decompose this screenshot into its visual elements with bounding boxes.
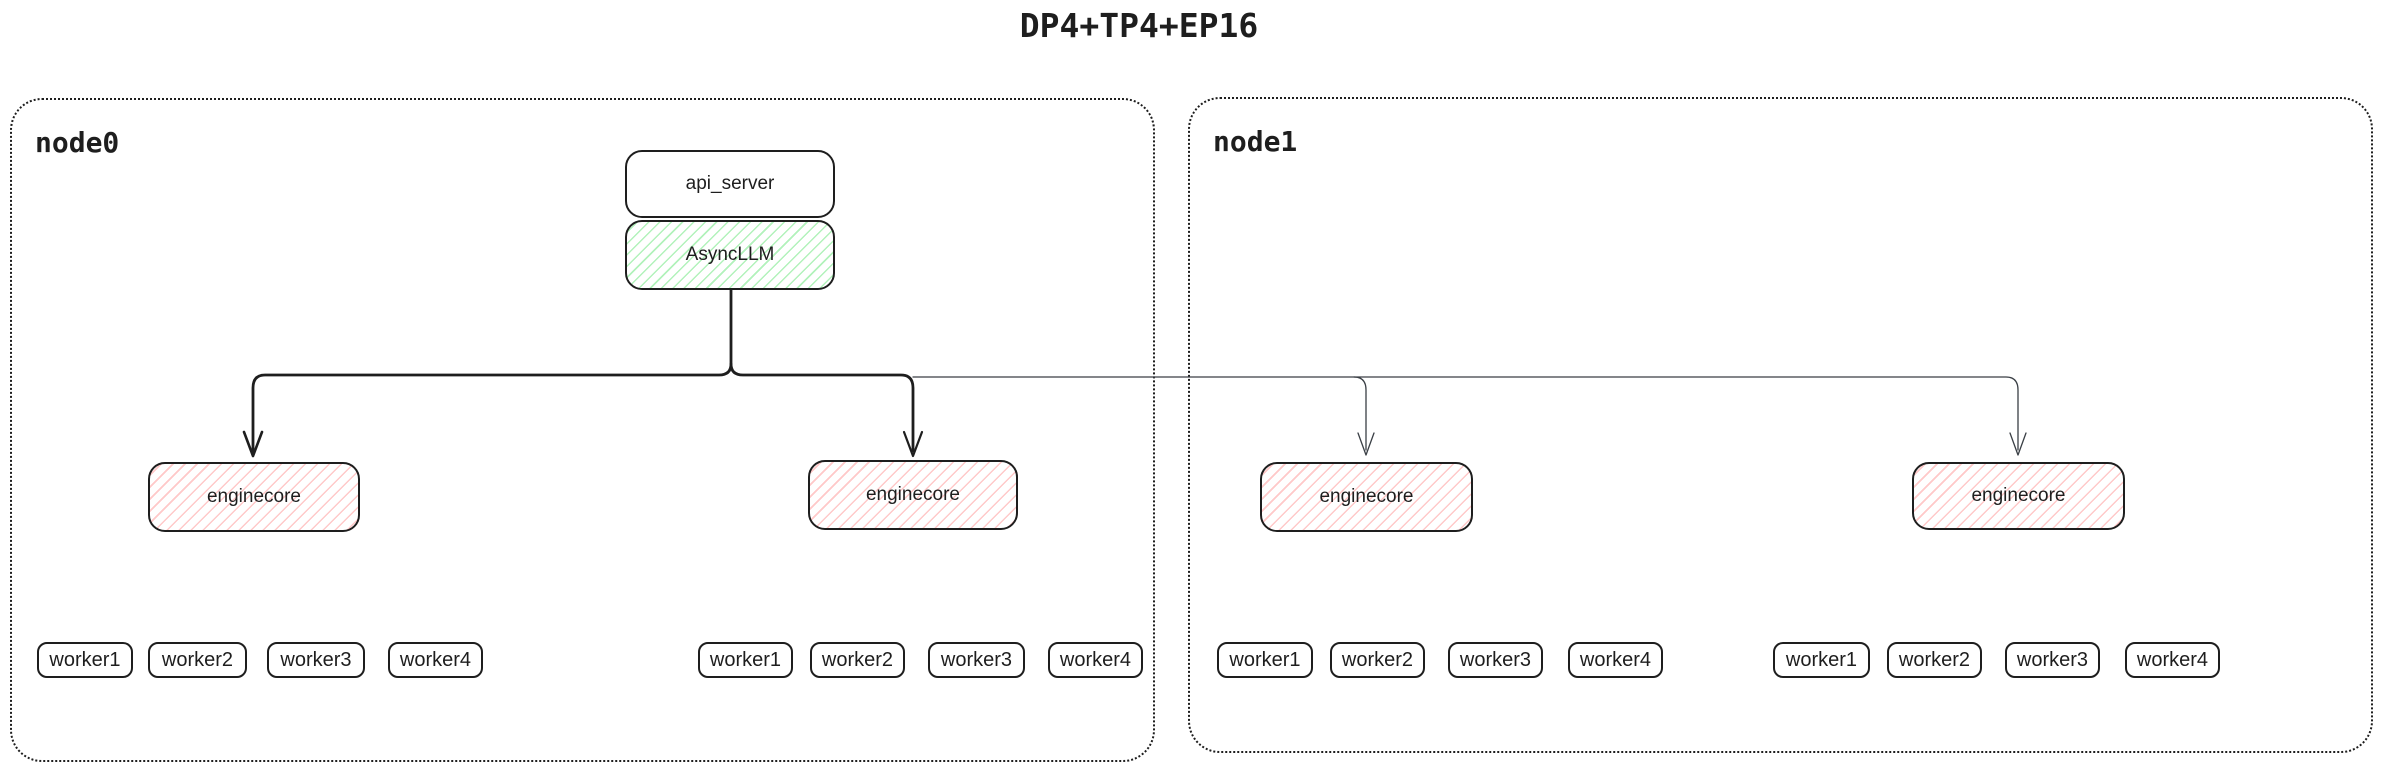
api-server-label: api_server xyxy=(685,173,775,194)
worker-box: worker3 xyxy=(2005,642,2100,678)
worker-box: worker4 xyxy=(2125,642,2220,678)
worker-box: worker1 xyxy=(1217,642,1313,678)
worker-box: worker2 xyxy=(1887,642,1982,678)
worker-box: worker3 xyxy=(928,642,1025,678)
enginecore-label: enginecore xyxy=(1319,486,1414,507)
worker-box: worker1 xyxy=(698,642,793,678)
enginecore-box-3: enginecore xyxy=(1260,462,1473,532)
enginecore-label: enginecore xyxy=(865,484,961,505)
worker-box: worker1 xyxy=(37,642,133,678)
worker-box: worker4 xyxy=(1568,642,1663,678)
worker-box: worker2 xyxy=(148,642,247,678)
enginecore-label: enginecore xyxy=(206,486,302,507)
worker-box: worker1 xyxy=(1773,642,1870,678)
node1-label: node1 xyxy=(1213,125,1298,158)
enginecore-box-2: enginecore xyxy=(808,460,1018,530)
async-llm-box: AsyncLLM xyxy=(625,220,835,290)
enginecore-box-4: enginecore xyxy=(1912,462,2125,530)
worker-box: worker2 xyxy=(1330,642,1425,678)
worker-box: worker3 xyxy=(267,642,365,678)
async-llm-label: AsyncLLM xyxy=(685,244,775,265)
worker-box: worker2 xyxy=(810,642,905,678)
enginecore-box-1: enginecore xyxy=(148,462,360,532)
diagram-title: DP4+TP4+EP16 xyxy=(1019,6,1259,45)
api-server-box: api_server xyxy=(625,150,835,218)
worker-box: worker4 xyxy=(1048,642,1143,678)
node0-label: node0 xyxy=(35,126,120,159)
worker-box: worker4 xyxy=(388,642,483,678)
enginecore-label: enginecore xyxy=(1971,485,2066,506)
worker-box: worker3 xyxy=(1448,642,1543,678)
